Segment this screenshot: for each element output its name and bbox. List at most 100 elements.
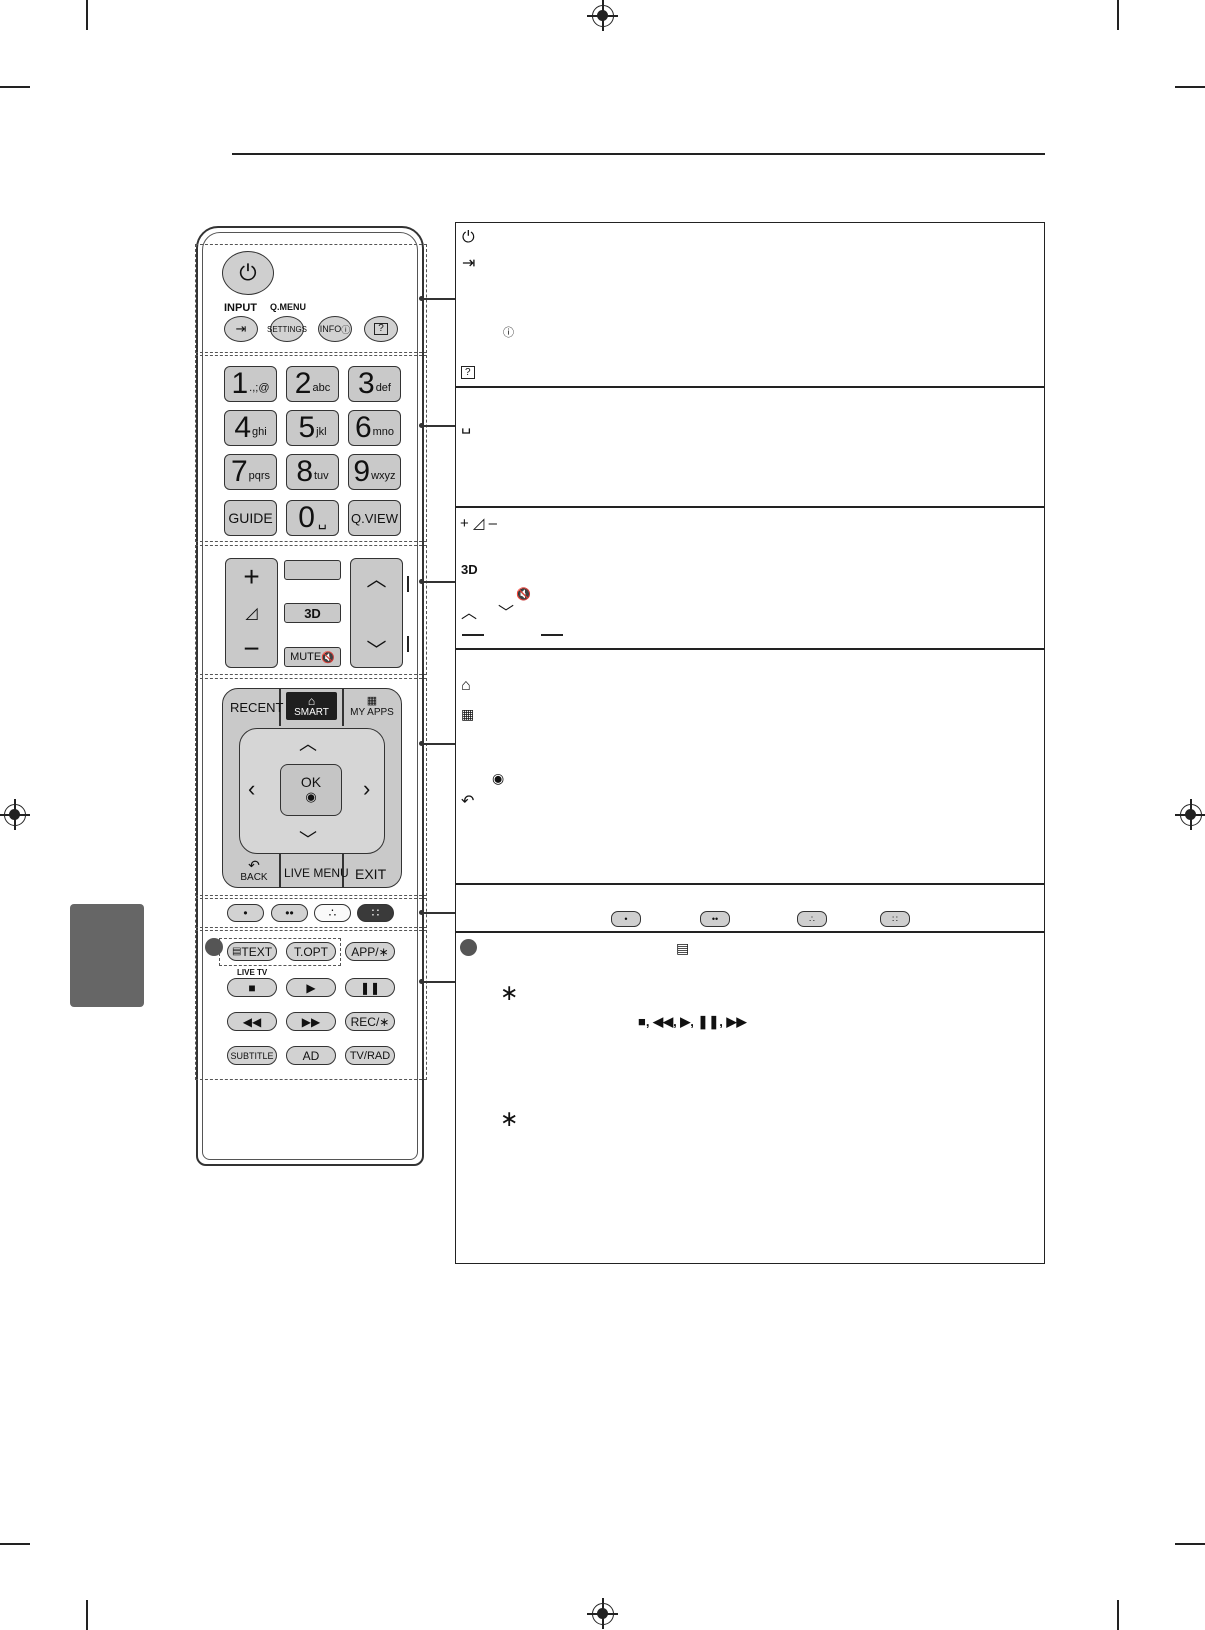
- number-key-letters: ghi: [252, 426, 267, 438]
- down-chevron-icon: ﹀: [498, 605, 515, 622]
- three-dot-icon: ∴: [328, 906, 337, 920]
- yellow-key[interactable]: ∴: [314, 904, 351, 922]
- fast-forward-icon: ▶▶: [301, 1014, 321, 1029]
- fast-forward-button[interactable]: ▶▶: [286, 1012, 336, 1031]
- pause-button[interactable]: ❚❚: [345, 978, 395, 997]
- live-menu-button[interactable]: LIVE MENU: [284, 866, 349, 880]
- blue-key[interactable]: ∷: [357, 904, 394, 922]
- input-button[interactable]: ⇥: [224, 316, 258, 342]
- settings-button[interactable]: SETTINGS: [267, 316, 307, 342]
- red-key[interactable]: •: [227, 904, 264, 922]
- info-button-label: INFO: [319, 324, 342, 334]
- marker-dot: [460, 939, 477, 956]
- volume-minus-label: −: [243, 633, 260, 664]
- group-outline-playback: [195, 930, 427, 1080]
- rewind-button[interactable]: ◀◀: [227, 1012, 277, 1031]
- number-key-letters: tuv: [314, 470, 329, 482]
- leader-line: [421, 743, 455, 745]
- description-table: [455, 222, 1045, 1264]
- 3d-icon: 3D: [461, 562, 478, 577]
- registration-mark-icon: [0, 799, 30, 830]
- tvrad-button[interactable]: TV/RAD: [345, 1046, 395, 1065]
- home-icon: ⌂: [461, 677, 471, 694]
- topt-button[interactable]: T.OPT: [286, 942, 336, 961]
- app-button[interactable]: APP/∗: [345, 942, 395, 961]
- leader-dot: [419, 741, 424, 746]
- crop-mark: [86, 0, 88, 30]
- stop-button[interactable]: ■: [227, 978, 277, 997]
- mute-button[interactable]: MUTE🔇: [284, 647, 341, 667]
- left-arrow-button[interactable]: ‹: [248, 776, 256, 801]
- red-key-icon: •: [611, 911, 641, 927]
- green-key[interactable]: ••: [271, 904, 308, 922]
- program-rocker[interactable]: ︿ ﹀: [350, 558, 403, 668]
- play-button[interactable]: ▶: [286, 978, 336, 997]
- ad-button[interactable]: AD: [286, 1046, 336, 1065]
- down-arrow-button[interactable]: ﹀: [299, 830, 317, 850]
- leader-line: [421, 981, 455, 983]
- up-arrow-button[interactable]: ︿: [299, 734, 317, 754]
- smart-button[interactable]: ⌂ SMART: [286, 692, 337, 720]
- text-button[interactable]: ▤TEXT: [227, 942, 277, 961]
- subtitle-button[interactable]: SUBTITLE: [227, 1046, 277, 1065]
- mute-icon: 🔇: [516, 587, 531, 601]
- group-outline-numbers: [195, 355, 427, 542]
- one-dot-icon: •: [243, 906, 248, 920]
- info-icon: ⓘ: [341, 324, 351, 335]
- table-row-divider: [455, 931, 1045, 933]
- two-dot-icon: ••: [285, 906, 294, 920]
- blank-button[interactable]: [284, 560, 341, 580]
- apps-grid-icon: ▦: [366, 695, 378, 707]
- volume-icon: + ◿ –: [460, 515, 497, 532]
- qview-button[interactable]: Q.VIEW: [348, 500, 401, 536]
- back-button[interactable]: ↶ BACK: [234, 858, 274, 883]
- rec-button-label: REC/∗: [350, 1014, 390, 1029]
- ok-button[interactable]: OK ◉: [280, 764, 342, 816]
- blue-key-icon: ∷: [880, 911, 910, 927]
- mute-icon: 🔇: [321, 651, 335, 664]
- number-key-digit: 6: [354, 411, 372, 444]
- power-button[interactable]: ⏻: [222, 251, 274, 295]
- recent-button[interactable]: RECENT: [230, 700, 284, 715]
- qmenu-label: Q.MENU: [270, 302, 306, 312]
- number-key-letters: abc: [312, 382, 331, 394]
- input-label: INPUT: [224, 302, 257, 314]
- my-apps-button[interactable]: ▦ MY APPS: [346, 695, 398, 719]
- number-key-0[interactable]: 0␣: [286, 500, 339, 536]
- number-key-digit: 1: [231, 367, 249, 400]
- help-button[interactable]: ?: [364, 316, 398, 342]
- input-icon: ⇥: [235, 321, 247, 336]
- number-key-letters: jkl: [316, 426, 327, 438]
- 3d-button[interactable]: 3D: [284, 603, 341, 623]
- leader-dot: [419, 979, 424, 984]
- section-tab: [70, 904, 144, 1007]
- back-button-label: BACK: [240, 872, 268, 883]
- number-key-letters: mno: [372, 426, 395, 438]
- number-key-1[interactable]: 1.,;@: [224, 366, 277, 402]
- guide-button[interactable]: GUIDE: [224, 500, 277, 536]
- header-rule: [232, 153, 1045, 155]
- right-arrow-button[interactable]: ›: [363, 776, 371, 801]
- volume-rocker[interactable]: + ◿ −: [225, 558, 278, 668]
- rec-button[interactable]: REC/∗: [345, 1012, 395, 1031]
- number-key-digit: 3: [358, 367, 375, 400]
- group-outline-navigation: [195, 678, 427, 896]
- table-row-divider: [455, 386, 1045, 388]
- subtitle-button-label: SUBTITLE: [230, 1050, 274, 1061]
- page-up-icon: [407, 576, 409, 592]
- back-icon: ↶: [248, 857, 260, 873]
- exit-button[interactable]: EXIT: [355, 866, 387, 882]
- leader-dot: [419, 296, 424, 301]
- number-key-digit: 0: [298, 501, 315, 534]
- page-down-icon: [407, 636, 409, 652]
- tvrad-button-label: TV/RAD: [349, 1049, 391, 1062]
